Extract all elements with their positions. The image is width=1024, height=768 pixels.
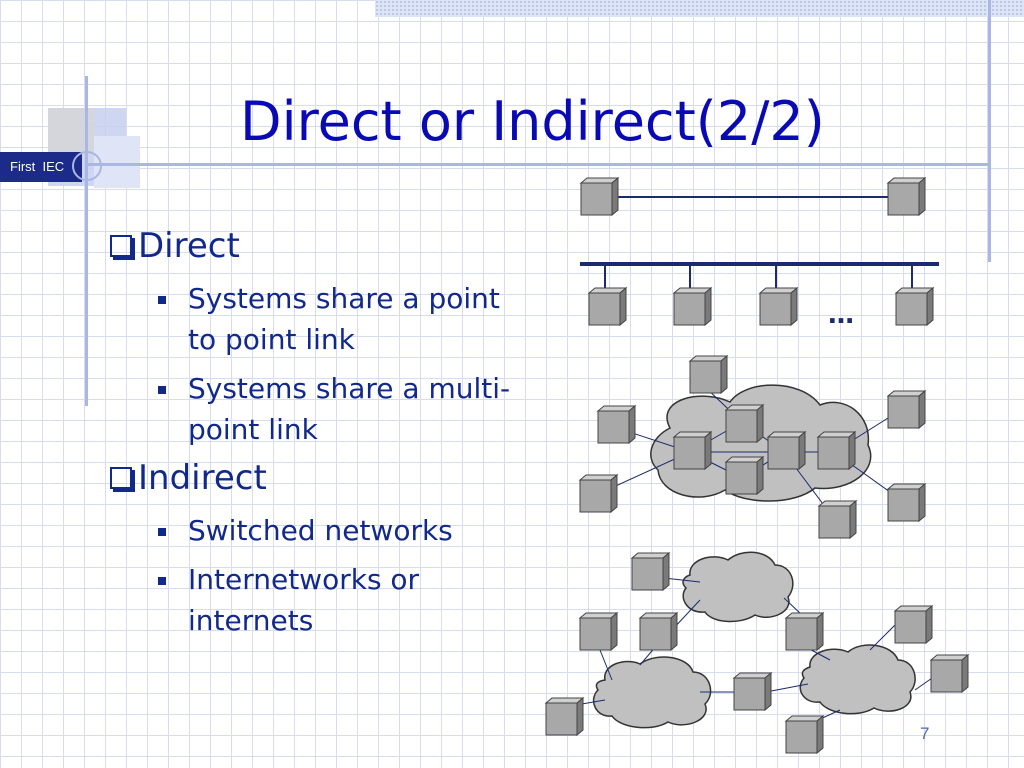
node-icon [785,612,824,651]
title-underline-rule [88,163,988,166]
router-node-icon [733,672,772,711]
slide-title: Direct or Indirect(2/2) [240,90,825,153]
point-to-point-diagram [580,177,926,216]
brand-ring-icon [72,151,102,181]
cloud-shape [592,656,712,729]
switch-node-icon [673,431,712,470]
node-icon [894,605,933,644]
node-icon [580,177,619,216]
top-pattern-band [375,0,1024,17]
cloud-shape [650,384,872,502]
bullet-indirect: Indirect [104,458,524,498]
checkbox-bullet-icon [110,467,132,489]
internetwork-diagram [545,551,969,754]
sub-bullet-text: Internetworks or internets [188,563,420,637]
node-icon [639,612,678,651]
sub-bullet: Systems share a multi-point link [154,368,524,450]
node-icon [887,177,926,216]
bullet-direct: Direct [104,226,524,266]
sub-bullet: Internetworks or internets [154,559,524,641]
multipoint-diagram: … [580,262,939,330]
square-bullet-icon [158,577,166,585]
node-icon [588,287,627,326]
checkbox-bullet-icon [110,235,132,257]
bullet-label: Direct [138,226,240,266]
brand-badge: First IEC [0,152,82,182]
switch-node-icon [725,456,764,495]
node-icon [631,552,670,591]
sub-bullet: Switched networks [154,510,524,551]
node-icon [597,405,636,444]
node-icon [887,390,926,429]
node-icon [689,355,728,394]
ellipsis-label: … [828,300,854,330]
right-vertical-rule [988,0,991,262]
node-icon [930,654,969,693]
node-icon [545,697,584,736]
cloud-shape [799,644,916,715]
sub-bullet: Systems share a point to point link [154,278,524,360]
node-icon [895,287,934,326]
switch-node-icon [767,431,806,470]
sub-bullet-text: Systems share a point to point link [188,282,500,356]
bullet-label: Indirect [138,458,267,498]
square-bullet-icon [158,296,166,304]
square-bullet-icon [158,386,166,394]
square-bullet-icon [158,528,166,536]
sub-bullet-text: Switched networks [188,514,453,547]
node-icon [887,483,926,522]
node-icon [673,287,712,326]
node-icon [785,715,824,754]
page-number: 7 [920,724,930,743]
switched-network-diagram [579,355,926,539]
node-icon [818,500,857,539]
cloud-shape [682,551,794,623]
node-icon [579,612,618,651]
sub-bullet-text: Systems share a multi-point link [188,372,511,446]
node-icon [759,287,798,326]
bullet-list: Direct Systems share a point to point li… [104,226,524,649]
left-vertical-rule [85,76,88,406]
node-icon [579,474,618,513]
switch-node-icon [725,404,764,443]
switch-node-icon [817,431,856,470]
